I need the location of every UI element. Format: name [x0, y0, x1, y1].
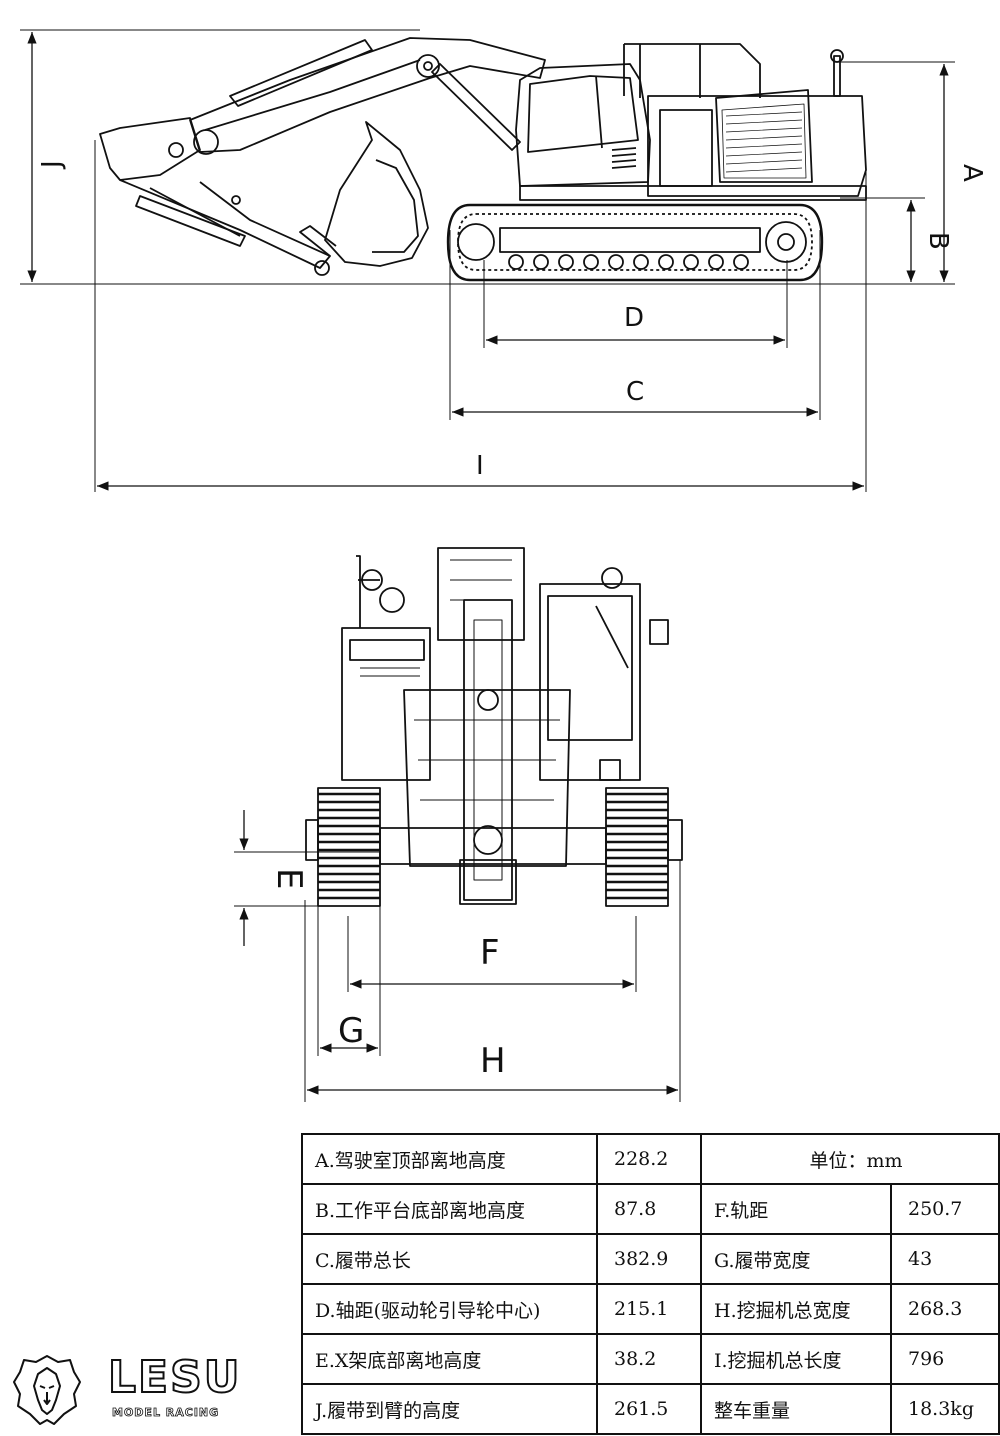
spec-value: 250.7 [889, 1183, 1000, 1235]
spec-label: E.X架底部离地高度 [301, 1333, 598, 1385]
dim-label-g: G [338, 1011, 364, 1051]
spec-table: A.驾驶室顶部离地高度 228.2 单位：mm B.工作平台底部离地高度 87.… [301, 1133, 1000, 1435]
spec-value: 382.9 [596, 1233, 702, 1285]
unit-label: 单位：mm [699, 1133, 1000, 1185]
spec-label: H.挖掘机总宽度 [700, 1283, 892, 1335]
spec-value: 87.8 [596, 1183, 702, 1235]
table-row: A.驾驶室顶部离地高度 228.2 单位：mm [301, 1133, 1000, 1185]
dim-label-d: D [624, 303, 644, 333]
front-view-drawing: E F G H [234, 547, 683, 1102]
spec-label: C.履带总长 [301, 1233, 598, 1285]
brand-wordmark: LESU [107, 1352, 242, 1403]
table-row: B.工作平台底部离地高度 87.8 F.轨距 250.7 [301, 1183, 1000, 1235]
side-view-drawing: J A B D C I [20, 29, 987, 492]
lion-head-icon [13, 1355, 81, 1425]
spec-value: 43 [889, 1233, 1000, 1285]
spec-label: J.履带到臂的高度 [301, 1383, 598, 1435]
spec-value: 18.3kg [889, 1383, 1000, 1435]
spec-value: 38.2 [596, 1333, 702, 1385]
brand-tagline: MODEL RACING [112, 1406, 220, 1420]
table-row: J.履带到臂的高度 261.5 整车重量 18.3kg [301, 1383, 1000, 1435]
dim-label-b: B [923, 232, 953, 250]
table-row: E.X架底部离地高度 38.2 I.挖掘机总长度 796 [301, 1333, 1000, 1385]
spec-value: 268.3 [889, 1283, 1000, 1335]
spec-label: F.轨距 [700, 1183, 892, 1235]
spec-label: D.轴距(驱动轮引导轮中心) [301, 1283, 598, 1335]
dim-label-e: E [269, 868, 309, 889]
dim-label-a: A [957, 164, 987, 182]
excavator-side-view [99, 37, 867, 282]
table-row: D.轴距(驱动轮引导轮中心) 215.1 H.挖掘机总宽度 268.3 [301, 1283, 1000, 1335]
dim-label-h: H [480, 1041, 506, 1081]
table-row: C.履带总长 382.9 G.履带宽度 43 [301, 1233, 1000, 1285]
spec-value: 796 [889, 1333, 1000, 1385]
dim-label-i: I [476, 451, 484, 481]
dim-label-j: J [37, 160, 67, 170]
excavator-front-view [305, 547, 683, 907]
spec-label: B.工作平台底部离地高度 [301, 1183, 598, 1235]
spec-label: G.履带宽度 [700, 1233, 892, 1285]
spec-value: 215.1 [596, 1283, 702, 1335]
spec-label: 整车重量 [700, 1383, 892, 1435]
spec-value: 261.5 [596, 1383, 702, 1435]
spec-label: A.驾驶室顶部离地高度 [301, 1133, 598, 1185]
lesu-logo: LESU MODEL RACING [8, 1352, 248, 1428]
dim-label-f: F [480, 933, 500, 973]
spec-value: 228.2 [596, 1133, 702, 1185]
spec-label: I.挖掘机总长度 [700, 1333, 892, 1385]
dim-label-c: C [626, 377, 644, 407]
